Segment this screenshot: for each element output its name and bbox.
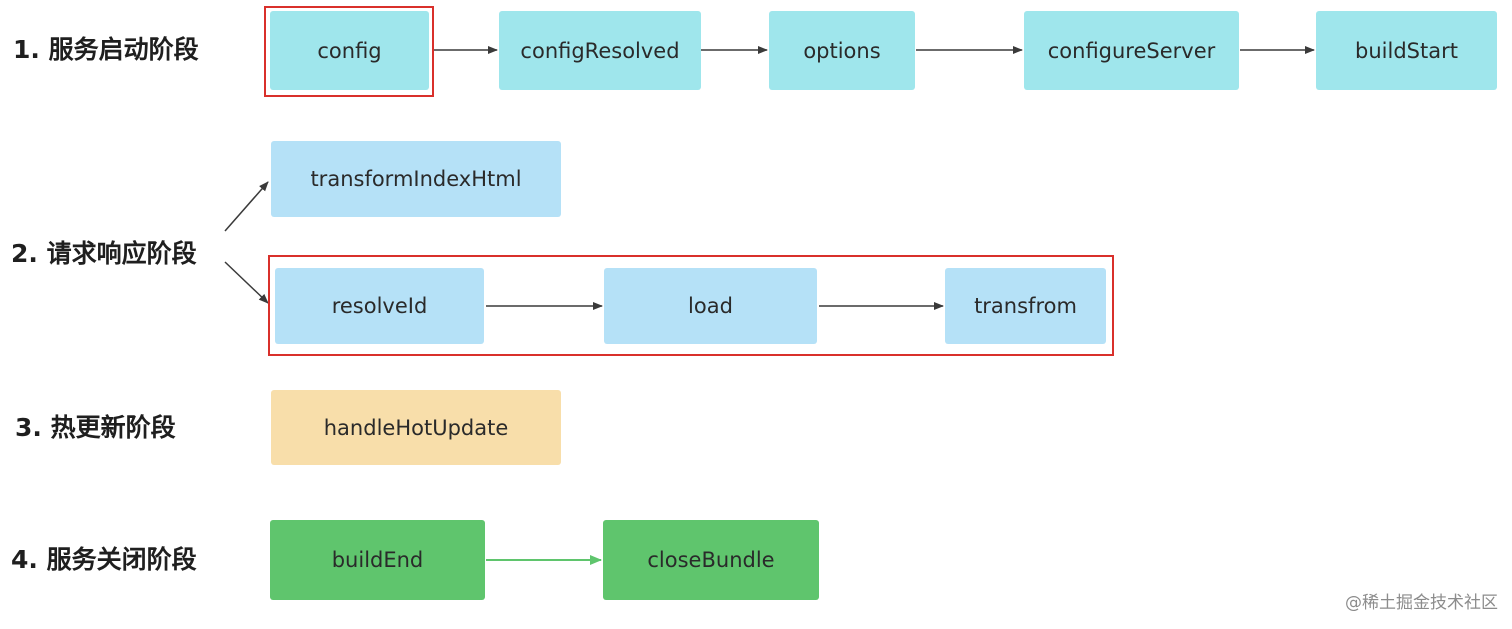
stage-label-shutdown: 4. 服务关闭阶段 bbox=[11, 545, 197, 574]
node-resolveid: resolveId bbox=[275, 268, 484, 344]
node-closebundle: closeBundle bbox=[603, 520, 819, 600]
arrow-stage2-to-transformindexhtml bbox=[224, 181, 269, 232]
node-load: load bbox=[604, 268, 817, 344]
node-transfrom: transfrom bbox=[945, 268, 1106, 344]
node-buildend: buildEnd bbox=[270, 520, 485, 600]
node-transformindexhtml: transformIndexHtml bbox=[271, 141, 561, 217]
stage-label-hot-update: 3. 热更新阶段 bbox=[15, 413, 176, 442]
node-configresolved: configResolved bbox=[499, 11, 701, 90]
stage-label-startup: 1. 服务启动阶段 bbox=[13, 35, 199, 64]
node-handlehotupdate: handleHotUpdate bbox=[271, 390, 561, 465]
arrow-stage2-to-resolveid bbox=[224, 261, 269, 304]
node-buildstart: buildStart bbox=[1316, 11, 1497, 90]
watermark: @稀土掘金技术社区 bbox=[1345, 593, 1498, 613]
node-config: config bbox=[270, 11, 429, 90]
node-options: options bbox=[769, 11, 915, 90]
node-configureserver: configureServer bbox=[1024, 11, 1239, 90]
stage-label-request: 2. 请求响应阶段 bbox=[11, 239, 197, 268]
